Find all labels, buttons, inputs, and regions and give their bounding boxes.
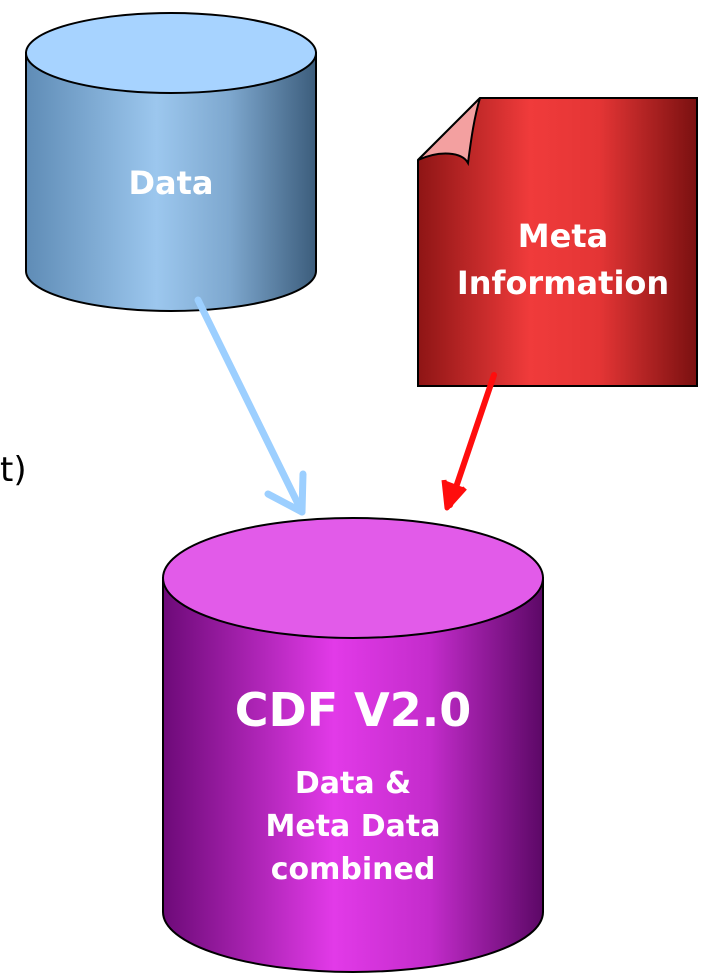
- cropped-text-fragment: t): [0, 450, 27, 490]
- data-label: Data: [128, 164, 214, 202]
- cdf-desc-line1: Data &: [294, 766, 412, 801]
- cdf-database-icon: [162, 517, 544, 973]
- cdf-desc-line2: Meta Data: [265, 809, 441, 844]
- meta-to-cdf-arrow: [441, 372, 497, 511]
- meta-document-icon: [417, 97, 698, 387]
- cdf-desc-line3: combined: [270, 852, 436, 887]
- meta-label-line2: Information: [456, 264, 670, 302]
- meta-label-line1: Meta: [517, 217, 609, 255]
- cdf-title: CDF V2.0: [234, 683, 472, 737]
- data-to-cdf-arrow: [194, 296, 307, 516]
- data-database-icon: [25, 12, 317, 312]
